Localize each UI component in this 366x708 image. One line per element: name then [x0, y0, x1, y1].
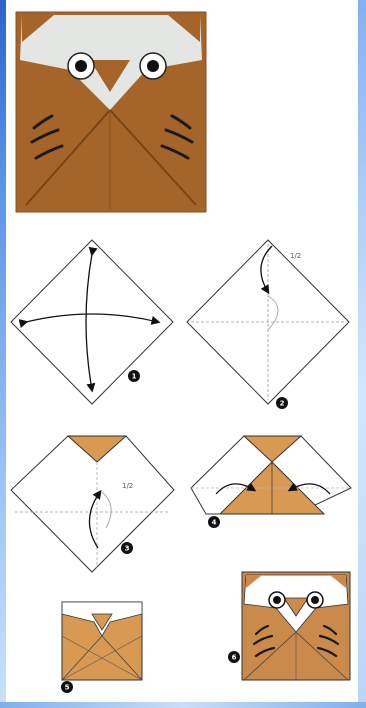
owl-left-eye [67, 52, 95, 80]
step-5-number: 5 [65, 684, 70, 692]
step-2-number: 2 [280, 400, 285, 408]
step-2-diagram: 1/2 2 [186, 239, 350, 409]
background-strip [0, 702, 366, 708]
step-number-badge: 6 [228, 651, 240, 663]
step-6-number: 6 [232, 654, 237, 662]
owl-right-eye [139, 52, 167, 80]
step-3-diagram: 1/2 3 [10, 435, 175, 573]
step-number-badge: 1 [128, 370, 140, 382]
step-number-badge: 4 [208, 516, 220, 528]
step-3-fraction: 1/2 [122, 482, 133, 490]
step-3-number: 3 [125, 545, 130, 553]
step-1-diagram: 1 [10, 239, 174, 405]
origami-instruction-sheet: 1 1/2 2 1/2 3 [6, 0, 358, 702]
step-4-number: 4 [212, 519, 217, 527]
step-6-diagram: 6 [228, 571, 351, 681]
step-5-diagram: 5 [61, 601, 143, 693]
step-1-number: 1 [132, 373, 137, 381]
owl-feather-marks [30, 114, 194, 160]
step-number-badge: 5 [61, 681, 73, 693]
step-number-badge: 3 [121, 542, 133, 554]
step-4-diagram: 4 [190, 435, 352, 528]
step-2-fraction: 1/2 [290, 252, 301, 260]
step-number-badge: 2 [276, 397, 288, 409]
owl-photo [15, 11, 207, 213]
